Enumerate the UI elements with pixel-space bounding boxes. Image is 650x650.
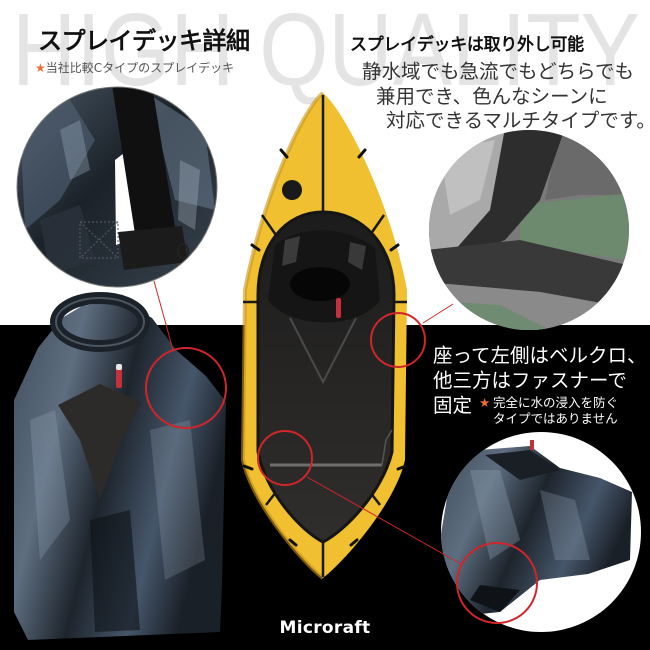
removable-title: スプレイデッキは取り外し可能 bbox=[350, 35, 584, 55]
comparison-note: ★当社比較Cタイプのスプレイデッキ bbox=[35, 62, 234, 74]
star-icon: ★ bbox=[479, 395, 491, 410]
brand-logo: Microraft bbox=[279, 618, 371, 638]
callout-circle-zipper bbox=[257, 430, 313, 486]
packraft-photo bbox=[240, 91, 408, 580]
fastening-line-3: 固定 bbox=[433, 394, 473, 417]
callout-line-zipper bbox=[306, 476, 462, 565]
callout-circle-velcro bbox=[370, 312, 426, 368]
spray-deck-strap-detail-photo bbox=[16, 86, 218, 288]
description-line-3: 対応できるマルチタイプです。 bbox=[386, 109, 650, 132]
disclaimer-line-1: 完全に水の浸入を防ぐ bbox=[493, 395, 619, 410]
comparison-note-text: 当社比較Cタイプのスプレイデッキ bbox=[45, 61, 235, 75]
valve-icon bbox=[282, 180, 302, 200]
callout-markers bbox=[145, 280, 538, 624]
disclaimer-line-2: タイプではありません bbox=[493, 411, 618, 426]
fastening-line-1: 座って左側はベルクロ、 bbox=[433, 344, 647, 367]
fastening-line-2: 他三方はファスナーで bbox=[433, 369, 627, 392]
description-line-2: 兼用でき、色んなシーンに bbox=[376, 85, 608, 108]
callout-line-velcro bbox=[422, 303, 454, 324]
star-icon: ★ bbox=[35, 61, 46, 75]
spray-deck-details-title: スプレイデッキ詳細 bbox=[38, 27, 250, 55]
callout-line-strap bbox=[153, 280, 174, 351]
callout-circle-zipper-corner bbox=[456, 542, 538, 624]
zipper-corner-detail-photo bbox=[441, 432, 641, 632]
removed-spray-deck-photo bbox=[14, 292, 226, 640]
description-line-1: 静水域でも急流でもどちらでも bbox=[362, 60, 635, 83]
callout-circle-strap bbox=[145, 347, 227, 429]
